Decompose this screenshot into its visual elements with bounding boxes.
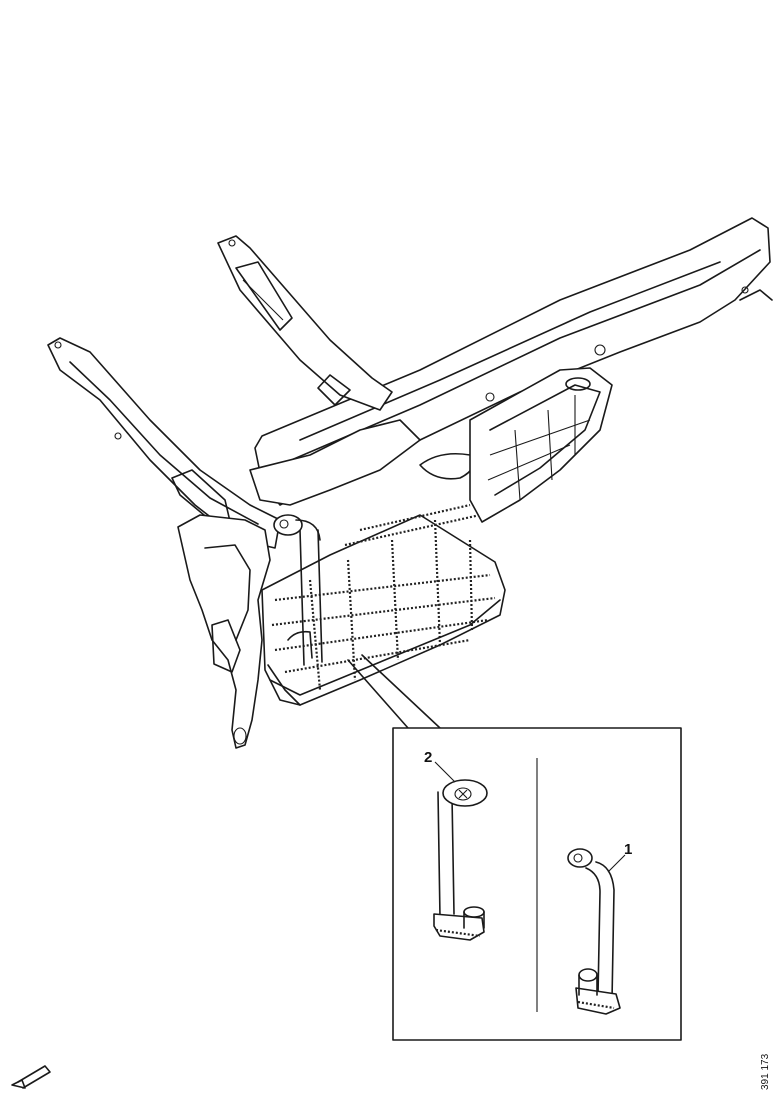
leader-lines (347, 654, 441, 729)
detail-inset: 2 1 (392, 727, 682, 1041)
step-assembly (261, 367, 613, 706)
part-1-handle (567, 848, 621, 1015)
callout-1: 1 (624, 841, 632, 858)
reference-code: 391 173 (760, 1053, 771, 1090)
vehicle-frame (47, 217, 773, 749)
direction-arrow-icon (11, 1065, 51, 1089)
callout-2: 2 (424, 749, 432, 766)
part-2-handle (433, 779, 488, 941)
